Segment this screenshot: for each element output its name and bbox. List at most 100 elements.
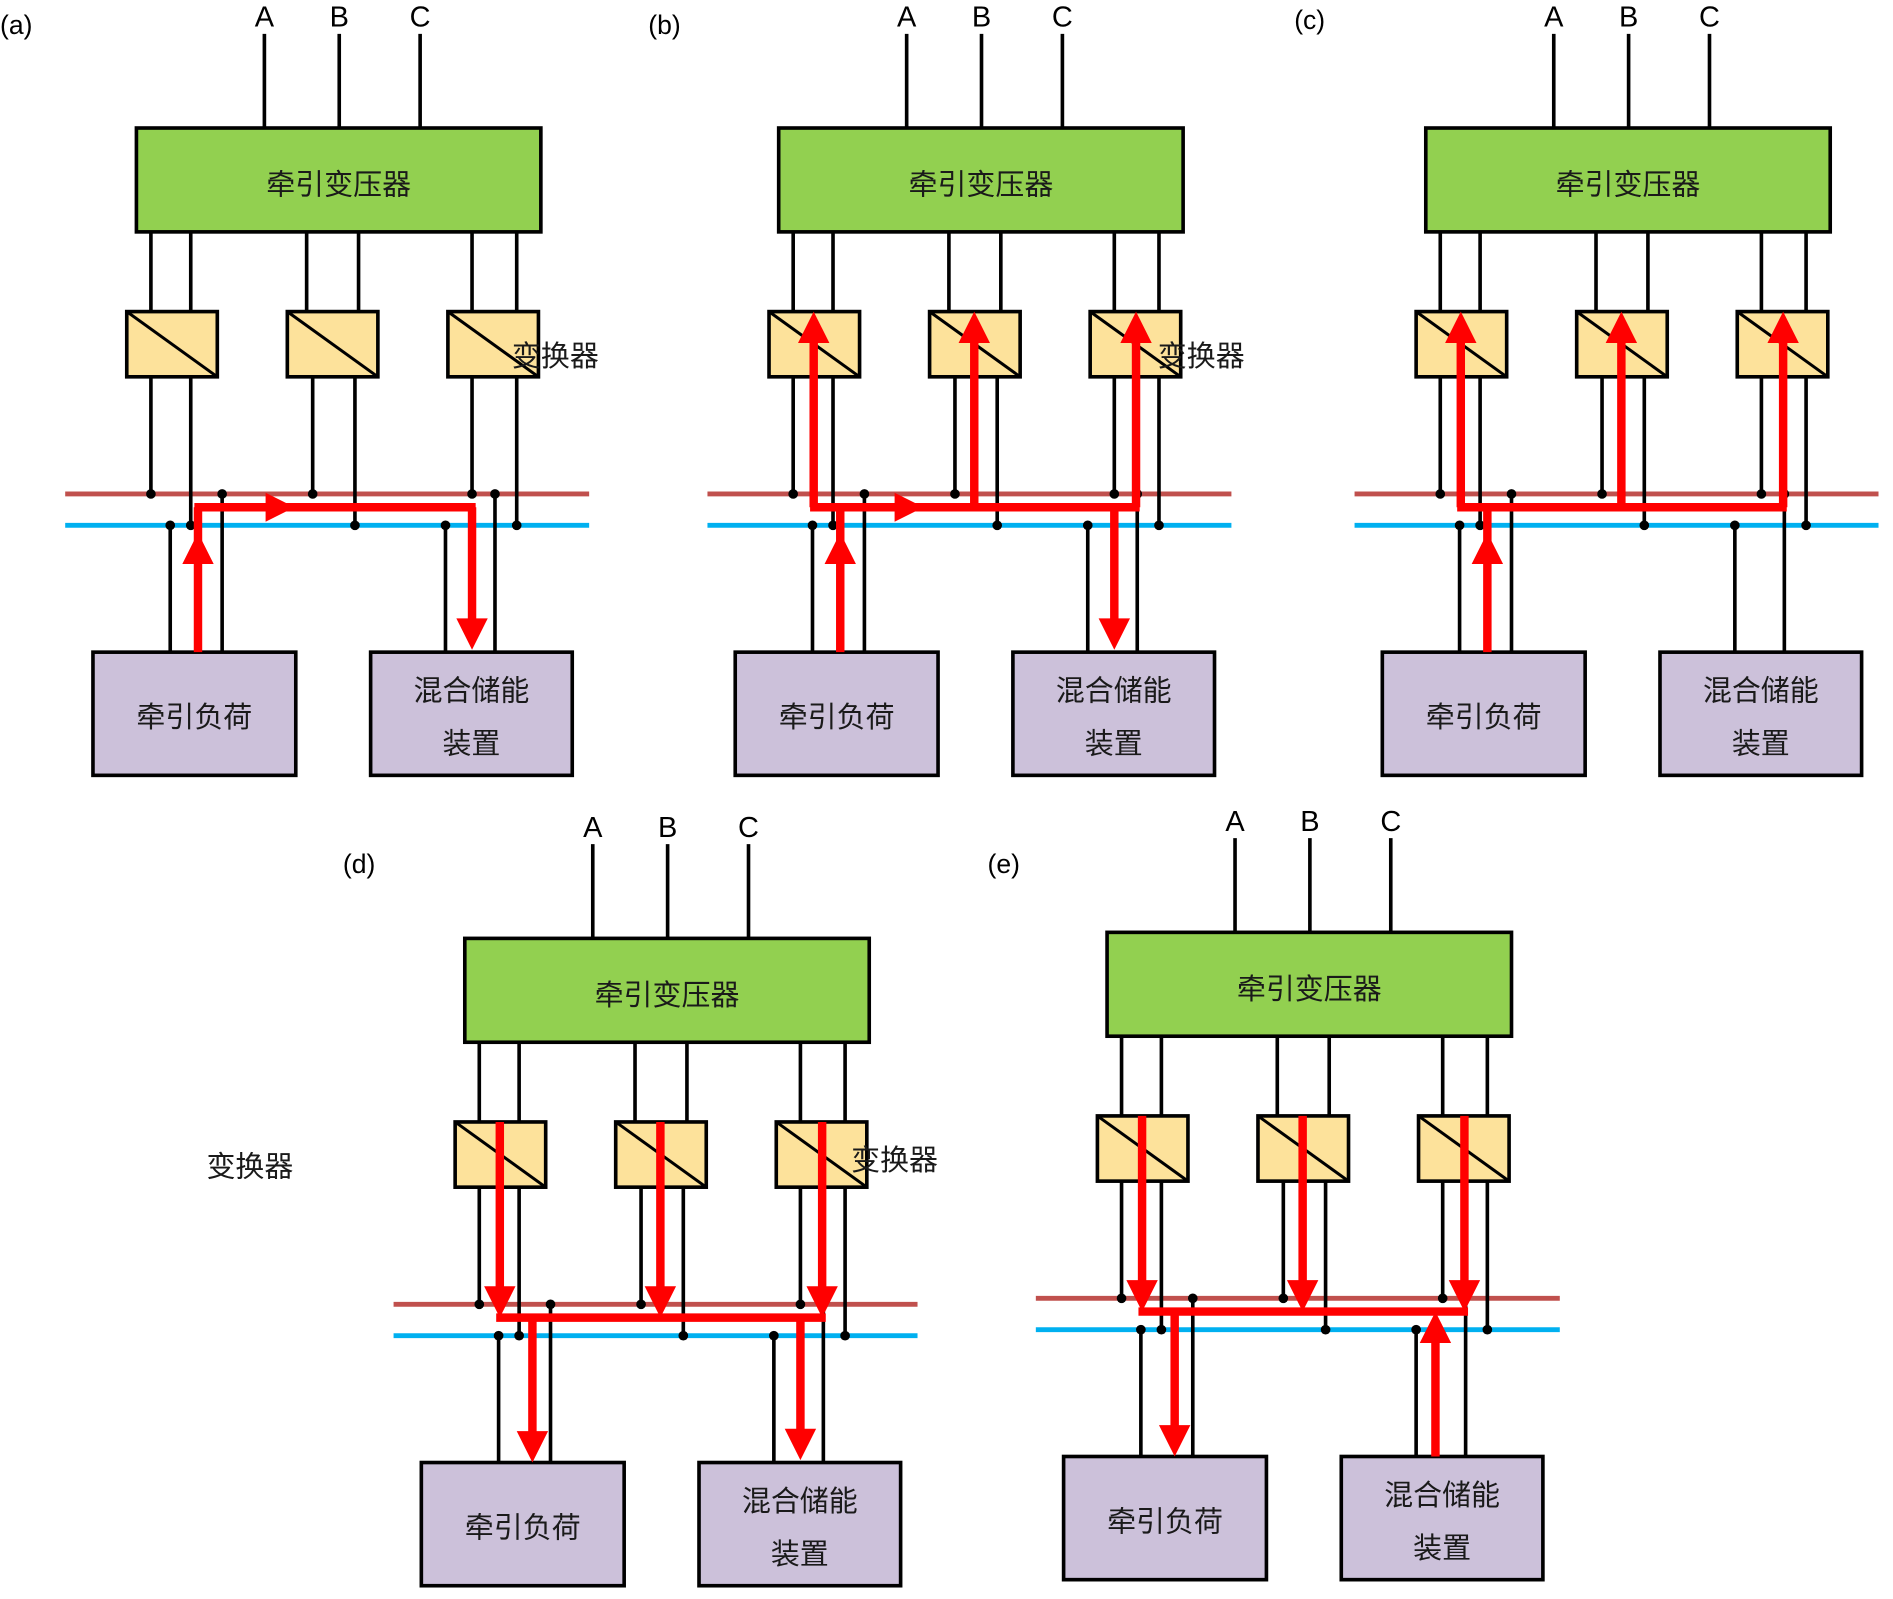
phase-label-c: C [410,2,431,34]
junction-dot [1156,1324,1167,1335]
junction-dot [1435,489,1446,499]
junction-dot [514,1330,524,1341]
phase-label-c: C [1380,806,1401,838]
phase-label-c: C [1052,2,1073,34]
panel-label: (d) [343,849,375,879]
junction-dot [859,489,870,499]
converter-2-flow-arrowhead-icon [1286,1280,1319,1312]
traction-load-label: 牵引负荷 [136,700,252,734]
converter-label: 变换器 [1158,339,1245,373]
traction-transformer-label: 牵引变压器 [1556,167,1701,201]
converter-1-flow-arrowhead-icon [484,1286,516,1318]
junction-dot [1482,1324,1493,1335]
junction-dot [1082,520,1093,531]
junction-dot [1639,520,1650,531]
hybrid-storage-label-line2: 装置 [442,727,500,761]
phase-label-b: B [658,812,677,844]
phase-label-a: A [255,2,275,34]
traction-load-label: 牵引负荷 [1426,700,1542,734]
junction-dot [146,489,156,499]
converter-label: 变换器 [206,1149,293,1183]
phase-label-a: A [897,2,917,34]
junction-dot [992,520,1003,531]
converter-label: 变换器 [512,339,599,373]
junction-dot [1109,489,1120,499]
panel-label: (b) [648,10,680,40]
hybrid-storage-box [697,1460,903,1588]
traction-transformer-box [776,126,1185,234]
hybrid-storage-label-line2: 装置 [771,1537,829,1571]
hybrid-storage-label-line1: 混合储能 [414,673,530,707]
traction-load-label: 牵引负荷 [465,1510,581,1544]
traction-load-label: 牵引负荷 [779,700,895,734]
converter-diagonal-icon [286,310,379,379]
load-flow-arrowhead-icon [516,1431,549,1463]
hybrid-storage-label-line2: 装置 [1413,1531,1471,1565]
junction-dot [490,489,500,499]
phase-label-b: B [972,2,991,34]
phase-label-a: A [1225,806,1245,838]
junction-dot [165,520,176,531]
junction-dot [1730,520,1740,531]
junction-dot [1437,1293,1448,1304]
converter-diagonal-icon [125,310,219,379]
converter-2-flow-arrowhead-icon [1605,311,1638,343]
junction-dot [474,1299,485,1310]
traction-transformer-box [134,126,543,234]
junction-dot [1154,520,1164,531]
phase-label-c: C [738,812,759,844]
converter-3-flow-arrowhead-icon [1120,311,1152,343]
junction-dot [950,489,960,499]
storage-flow-arrowhead-icon [456,618,488,650]
traction-transformer-label: 牵引变压器 [266,167,411,201]
hybrid-storage-label-line1: 混合储能 [1703,673,1819,707]
hybrid-storage-box [1011,650,1217,778]
junction-dot [1475,520,1485,531]
converter-3-flow-arrowhead-icon [1767,311,1799,343]
junction-dot [636,1299,646,1310]
traction-transformer-box [1423,126,1833,234]
junction-dot [1187,1293,1198,1304]
junction-dot [1278,1293,1289,1304]
junction-dot [1320,1324,1331,1335]
phase-label-c: C [1699,2,1720,34]
hybrid-storage-label-line1: 混合储能 [1056,673,1172,707]
junction-dot [807,520,818,531]
converter-label: 变换器 [851,1143,938,1177]
hybrid-storage-label-line2: 装置 [1732,727,1790,761]
junction-dot [788,489,799,499]
panel-label: (c) [1294,5,1325,35]
converter-3-flow-arrowhead-icon [1448,1280,1481,1312]
traction-transformer-box [462,936,872,1045]
junction-dot [1136,1324,1146,1335]
junction-dot [1597,489,1607,499]
converter-1-flow-arrowhead-icon [1126,1280,1158,1312]
junction-dot [840,1330,850,1341]
junction-dot [1506,489,1517,499]
junction-dot [307,489,318,499]
junction-dot [769,1330,779,1341]
storage-flow-arrowhead-icon [784,1428,817,1461]
traction-load-box [1380,650,1587,778]
junction-dot [828,520,838,531]
traction-load-box [419,1460,626,1588]
junction-dot [1116,1293,1127,1304]
phase-label-b: B [330,2,349,34]
junction-dot [467,489,477,499]
phase-label-b: B [1300,806,1319,838]
junction-dot [440,520,451,531]
bus-flow-arrowhead-icon [265,492,295,522]
hybrid-storage-label-line2: 装置 [1085,727,1143,761]
junction-dot [493,1330,504,1341]
traction-load-label: 牵引负荷 [1107,1504,1223,1538]
converter-2-flow-arrowhead-icon [644,1286,677,1318]
junction-dot [1756,489,1767,499]
panel-label: (e) [988,849,1020,879]
converter-2-flow-arrowhead-icon [958,311,990,343]
hybrid-storage-box [1339,1454,1545,1582]
junction-dot [185,520,196,531]
